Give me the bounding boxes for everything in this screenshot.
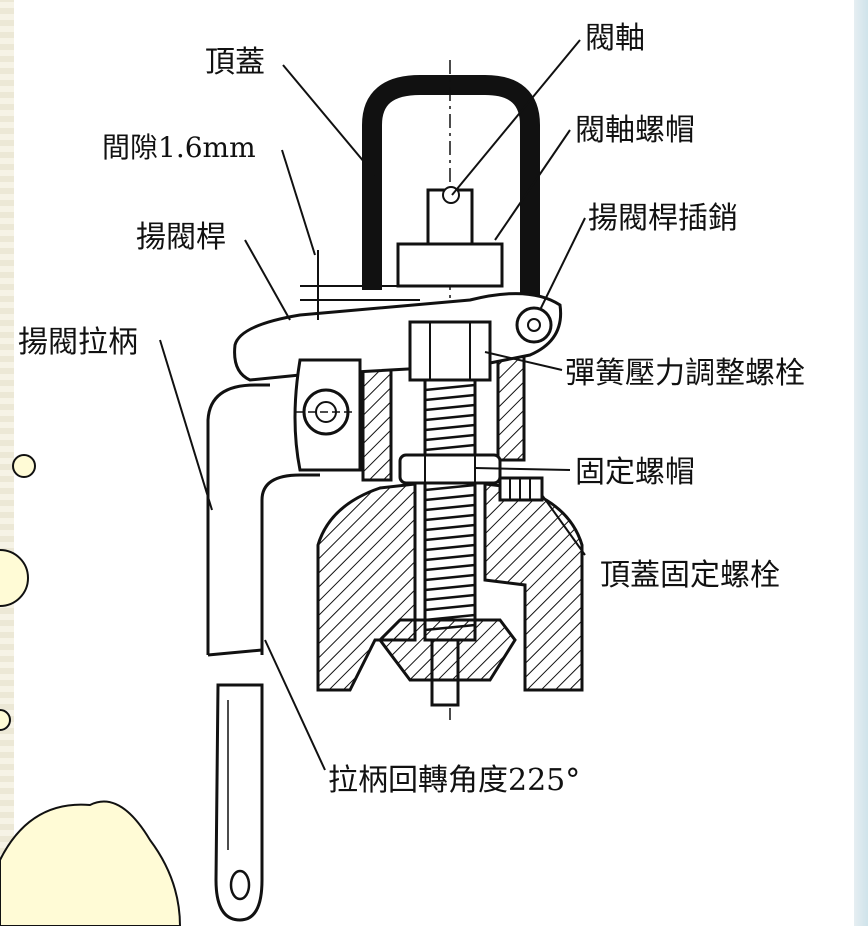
lifting-handle bbox=[206, 383, 320, 922]
label-clearance: 間隙1.6mm bbox=[102, 131, 256, 164]
leader-lines bbox=[159, 39, 586, 771]
label-lifting-lever: 揚閥桿 bbox=[136, 220, 226, 255]
spring-adjust-bolt bbox=[408, 320, 492, 382]
bubble-medium bbox=[0, 549, 29, 607]
valve-body bbox=[316, 482, 584, 692]
label-top-cover: 頂蓋 bbox=[205, 45, 265, 80]
label-valve-stem-nut: 閥軸螺帽 bbox=[575, 113, 695, 148]
label-valve-stem: 閥軸 bbox=[585, 21, 645, 56]
handle-pivot bbox=[293, 358, 362, 472]
cloud-decoration bbox=[0, 800, 182, 926]
cover-fixing-bolt bbox=[498, 476, 544, 502]
right-edge-decoration bbox=[854, 0, 868, 926]
label-handle-rotation-angle: 拉柄回轉角度225° bbox=[328, 763, 580, 798]
bubble-tiny bbox=[0, 709, 11, 731]
label-spring-adjust-bolt: 彈簧壓力調整螺栓 bbox=[565, 356, 805, 391]
clearance-marker bbox=[300, 250, 420, 320]
left-edge-decoration bbox=[0, 0, 14, 926]
label-lock-nut: 固定螺帽 bbox=[575, 455, 695, 490]
label-cover-fixing-bolt: 頂蓋固定螺栓 bbox=[600, 558, 780, 593]
valve-stem-nut bbox=[396, 186, 504, 288]
label-lifting-lever-pin: 揚閥桿插銷 bbox=[588, 201, 738, 236]
label-lifting-handle: 揚閥拉柄 bbox=[18, 325, 138, 360]
bubble-small bbox=[12, 454, 36, 478]
